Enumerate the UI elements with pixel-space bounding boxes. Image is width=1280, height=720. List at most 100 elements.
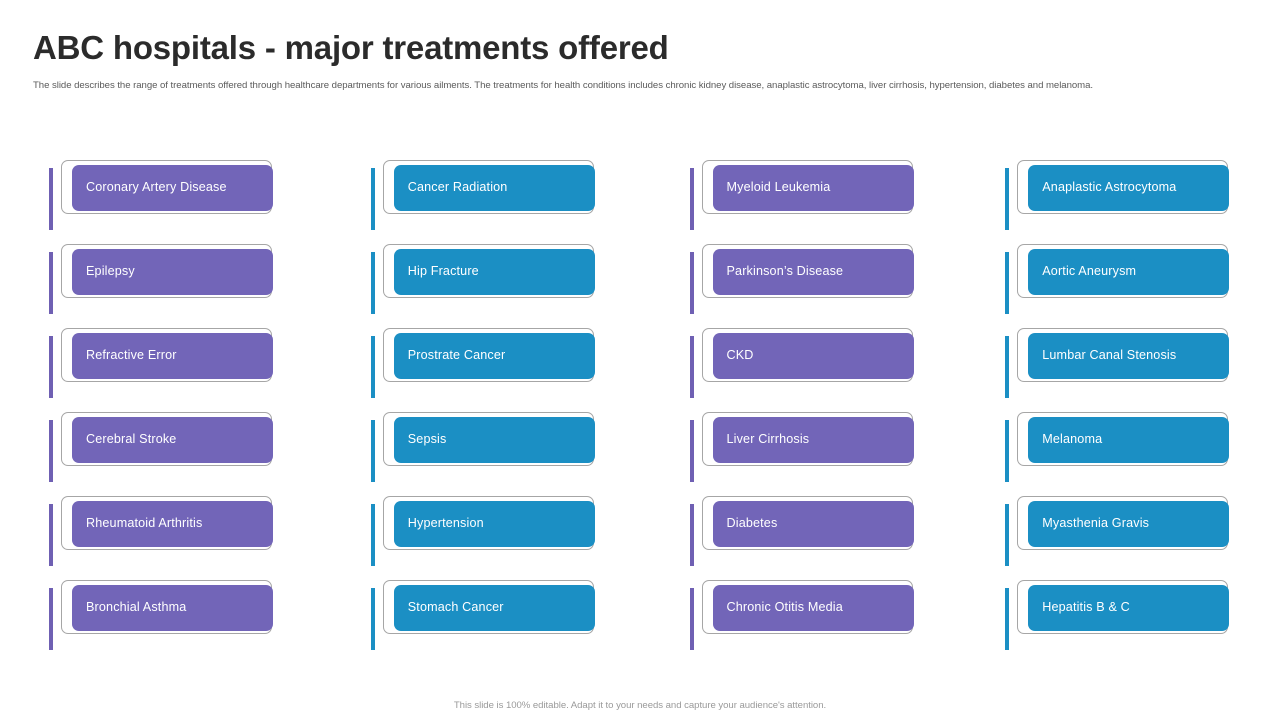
card-fill[interactable]: Anaplastic Astrocytoma — [1028, 165, 1230, 211]
card-fill[interactable]: Cancer Radiation — [393, 165, 595, 211]
treatment-card[interactable]: Hip Fracture — [370, 244, 646, 328]
card-fill[interactable]: Myasthenia Gravis — [1028, 501, 1230, 547]
card-fill[interactable]: CKD — [712, 333, 914, 379]
card-frame[interactable]: Parkinson’s Disease — [701, 244, 914, 298]
card-frame[interactable]: Sepsis — [382, 412, 595, 466]
treatment-card[interactable]: Prostrate Cancer — [370, 328, 646, 412]
treatment-card[interactable]: CKD — [689, 328, 965, 412]
treatment-label: Coronary Artery Disease — [86, 180, 227, 195]
card-accent-bar — [370, 252, 375, 314]
treatment-card[interactable]: Cerebral Stroke — [49, 412, 324, 496]
card-frame[interactable]: Aortic Aneurysm — [1017, 244, 1230, 298]
treatment-label: Liver Cirrhosis — [726, 432, 810, 447]
card-accent-bar — [689, 252, 694, 314]
treatment-label: Stomach Cancer — [407, 600, 504, 615]
treatment-card[interactable]: Chronic Otitis Media — [689, 580, 965, 664]
treatment-label: Diabetes — [726, 516, 778, 531]
treatment-label: Hip Fracture — [407, 264, 479, 279]
treatment-label: Myeloid Leukemia — [726, 180, 831, 195]
card-fill[interactable]: Diabetes — [712, 501, 914, 547]
card-fill[interactable]: Coronary Artery Disease — [72, 165, 273, 211]
treatment-card[interactable]: Myasthenia Gravis — [1005, 496, 1280, 580]
card-fill[interactable]: Aortic Aneurysm — [1028, 249, 1230, 295]
treatment-card[interactable]: Epilepsy — [49, 244, 324, 328]
card-fill[interactable]: Melanoma — [1028, 417, 1230, 463]
card-fill[interactable]: Rheumatoid Arthritis — [72, 501, 273, 547]
card-frame[interactable]: Cancer Radiation — [382, 160, 595, 214]
card-frame[interactable]: Myasthenia Gravis — [1017, 496, 1230, 550]
card-fill[interactable]: Stomach Cancer — [393, 585, 595, 631]
treatment-card[interactable]: Cancer Radiation — [370, 160, 646, 244]
card-fill[interactable]: Lumbar Canal Stenosis — [1028, 333, 1230, 379]
page-title: ABC hospitals - major treatments offered — [33, 29, 669, 66]
treatment-card[interactable]: Refractive Error — [49, 328, 324, 412]
card-accent-bar — [49, 252, 53, 314]
card-fill[interactable]: Cerebral Stroke — [72, 417, 273, 463]
treatment-card[interactable]: Hepatitis B & C — [1005, 580, 1280, 664]
card-fill[interactable]: Myeloid Leukemia — [712, 165, 914, 211]
treatment-card[interactable]: Coronary Artery Disease — [49, 160, 324, 244]
slide-description: The slide describes the range of treatme… — [33, 80, 1093, 92]
card-frame[interactable]: Chronic Otitis Media — [701, 580, 914, 634]
card-frame[interactable]: Lumbar Canal Stenosis — [1017, 328, 1230, 382]
card-frame[interactable]: Rheumatoid Arthritis — [61, 496, 273, 550]
treatment-card[interactable]: Stomach Cancer — [370, 580, 646, 664]
card-fill[interactable]: Epilepsy — [72, 249, 273, 295]
card-frame[interactable]: Prostrate Cancer — [382, 328, 595, 382]
card-accent-bar — [1005, 336, 1010, 398]
card-accent-bar — [689, 420, 694, 482]
treatment-card[interactable]: Myeloid Leukemia — [689, 160, 965, 244]
card-fill[interactable]: Hepatitis B & C — [1028, 585, 1230, 631]
card-frame[interactable]: Coronary Artery Disease — [61, 160, 273, 214]
card-accent-bar — [370, 336, 375, 398]
treatment-card[interactable]: Liver Cirrhosis — [689, 412, 965, 496]
card-frame[interactable]: Melanoma — [1017, 412, 1230, 466]
treatment-card[interactable]: Bronchial Asthma — [49, 580, 324, 664]
treatment-card[interactable]: Sepsis — [370, 412, 646, 496]
treatment-card[interactable]: Rheumatoid Arthritis — [49, 496, 324, 580]
card-fill[interactable]: Parkinson’s Disease — [712, 249, 914, 295]
treatment-label: Epilepsy — [86, 264, 135, 279]
card-frame[interactable]: Diabetes — [701, 496, 914, 550]
treatment-label: Refractive Error — [86, 348, 177, 363]
card-frame[interactable]: Stomach Cancer — [382, 580, 595, 634]
treatment-label: Melanoma — [1042, 432, 1103, 447]
card-frame[interactable]: Hip Fracture — [382, 244, 595, 298]
card-fill[interactable]: Chronic Otitis Media — [712, 585, 914, 631]
treatment-card[interactable]: Aortic Aneurysm — [1005, 244, 1280, 328]
treatment-card[interactable]: Diabetes — [689, 496, 965, 580]
card-fill[interactable]: Prostrate Cancer — [393, 333, 595, 379]
card-fill[interactable]: Liver Cirrhosis — [712, 417, 914, 463]
card-accent-bar — [1005, 420, 1010, 482]
card-frame[interactable]: Anaplastic Astrocytoma — [1017, 160, 1230, 214]
card-frame[interactable]: Hepatitis B & C — [1017, 580, 1230, 634]
treatment-label: Cerebral Stroke — [86, 432, 177, 447]
treatment-label: Anaplastic Astrocytoma — [1042, 180, 1177, 195]
card-frame[interactable]: Myeloid Leukemia — [701, 160, 914, 214]
treatment-card[interactable]: Hypertension — [370, 496, 646, 580]
card-fill[interactable]: Refractive Error — [72, 333, 273, 379]
card-frame[interactable]: Epilepsy — [61, 244, 273, 298]
card-accent-bar — [49, 588, 53, 650]
treatment-card[interactable]: Anaplastic Astrocytoma — [1005, 160, 1280, 244]
card-frame[interactable]: Liver Cirrhosis — [701, 412, 914, 466]
card-fill[interactable]: Hip Fracture — [393, 249, 595, 295]
treatment-label: Hypertension — [407, 516, 484, 531]
treatment-card[interactable]: Melanoma — [1005, 412, 1280, 496]
treatment-card[interactable]: Parkinson’s Disease — [689, 244, 965, 328]
treatment-card[interactable]: Lumbar Canal Stenosis — [1005, 328, 1280, 412]
card-frame[interactable]: CKD — [701, 328, 914, 382]
card-fill[interactable]: Bronchial Asthma — [72, 585, 273, 631]
card-frame[interactable]: Cerebral Stroke — [61, 412, 273, 466]
card-fill[interactable]: Hypertension — [393, 501, 595, 547]
treatment-label: Parkinson’s Disease — [726, 264, 844, 279]
card-frame[interactable]: Refractive Error — [61, 328, 273, 382]
footer-note: This slide is 100% editable. Adapt it to… — [453, 700, 827, 711]
card-frame[interactable]: Hypertension — [382, 496, 595, 550]
card-frame[interactable]: Bronchial Asthma — [61, 580, 273, 634]
card-fill[interactable]: Sepsis — [393, 417, 595, 463]
